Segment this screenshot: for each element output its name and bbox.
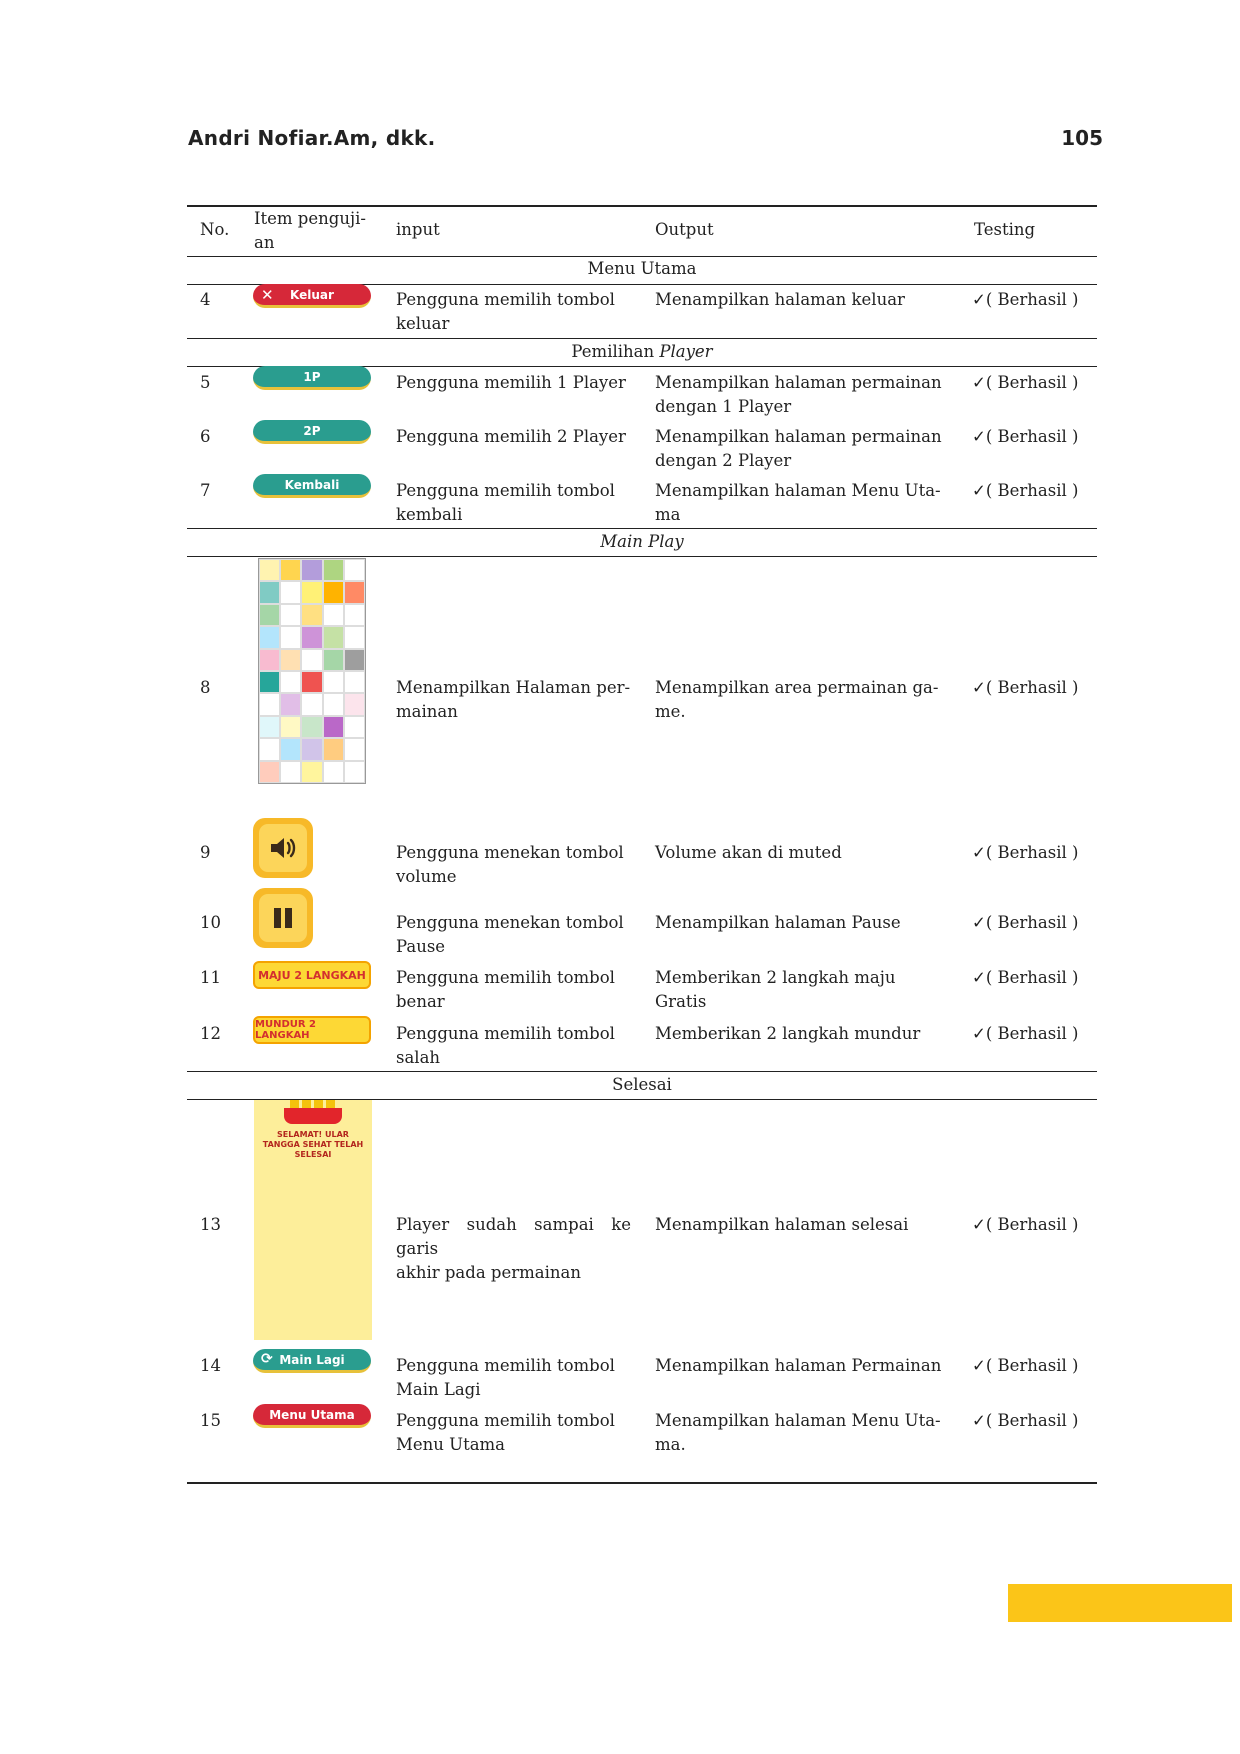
pause-icon [274, 908, 292, 928]
table-top-rule [187, 205, 1097, 207]
volume-button [253, 818, 313, 878]
col-header-no: No. [200, 220, 230, 239]
finish-screen-thumbnail: SELAMAT! ULAR TANGGA SEHAT TELAH SELESAI [254, 1100, 372, 1340]
row-output: Menampilkan halaman keluar [655, 290, 905, 309]
section-rule [187, 366, 1097, 367]
row-testing: ✓( Berhasil ) [972, 427, 1079, 446]
row-no: 6 [200, 427, 211, 446]
row-testing: ✓( Berhasil ) [972, 678, 1079, 697]
col-header-item: Item penguji-an [254, 209, 366, 252]
row-output: Menampilkan halaman Pause [655, 913, 901, 932]
row-no: 13 [200, 1215, 221, 1234]
header-rule [187, 256, 1097, 257]
row-testing: ✓( Berhasil ) [972, 913, 1079, 932]
1p-button: 1P [253, 366, 371, 390]
row-no: 9 [200, 843, 211, 862]
row-testing: ✓( Berhasil ) [972, 843, 1079, 862]
row-input: Menampilkan Halaman per-mainan [396, 678, 631, 721]
row-testing: ✓( Berhasil ) [972, 1356, 1079, 1375]
row-output: Menampilkan halaman Menu Uta-ma. [655, 1411, 941, 1454]
row-output: Menampilkan area permainan ga-me. [655, 678, 939, 721]
row-testing: ✓( Berhasil ) [972, 1024, 1079, 1043]
row-testing: ✓( Berhasil ) [972, 1215, 1079, 1234]
section-menu-utama: Menu Utama [587, 259, 697, 278]
row-no: 11 [200, 968, 221, 987]
row-testing: ✓( Berhasil ) [972, 290, 1079, 309]
row-input: Pengguna memilih 2 Player [396, 427, 626, 446]
table-bottom-rule [187, 1482, 1097, 1484]
keluar-button: ✕Keluar [253, 284, 371, 308]
crown-icon [284, 1100, 342, 1124]
running-header-author: Andri Nofiar.Am, dkk. [188, 126, 436, 150]
row-no: 7 [200, 481, 211, 500]
row-output: Menampilkan halaman Permainan [655, 1356, 942, 1375]
main-lagi-button: ⟳Main Lagi [253, 1349, 371, 1373]
2p-button: 2P [253, 420, 371, 444]
game-board-thumbnail [258, 558, 366, 784]
menu-utama-button: Menu Utama [253, 1404, 371, 1428]
row-output: Memberikan 2 langkah mundur [655, 1024, 921, 1043]
finish-screen-text: SELAMAT! ULAR TANGGA SEHAT TELAH SELESAI [262, 1130, 364, 1159]
section-rule [187, 284, 1097, 285]
row-testing: ✓( Berhasil ) [972, 1411, 1079, 1430]
row-no: 5 [200, 373, 211, 392]
footer-color-bar [1008, 1584, 1232, 1622]
section-rule [187, 338, 1097, 339]
section-rule [187, 1099, 1097, 1100]
page-number: 105 [1061, 126, 1103, 150]
section-pemilihan-player: Pemilihan Player [571, 342, 713, 361]
row-testing: ✓( Berhasil ) [972, 968, 1079, 987]
row-input: Pengguna memilih 1 Player [396, 373, 626, 392]
row-output: Menampilkan halaman Menu Uta-ma [655, 481, 941, 524]
close-icon: ✕ [261, 286, 274, 304]
row-no: 15 [200, 1411, 221, 1430]
pause-button [253, 888, 313, 948]
row-no: 12 [200, 1024, 221, 1043]
col-header-input: input [396, 220, 440, 239]
section-rule [187, 556, 1097, 557]
row-testing: ✓( Berhasil ) [972, 373, 1079, 392]
mundur-2-langkah-button: MUNDUR 2 LANGKAH [253, 1016, 371, 1044]
row-no: 4 [200, 290, 211, 309]
row-testing: ✓( Berhasil ) [972, 481, 1079, 500]
col-header-output: Output [655, 220, 714, 239]
row-output: Memberikan 2 langkah maju Gratis [655, 968, 896, 1011]
row-no: 8 [200, 678, 211, 697]
col-header-testing: Testing [974, 220, 1036, 239]
replay-icon: ⟳ [261, 1351, 273, 1367]
kembali-button: Kembali [253, 474, 371, 498]
row-no: 10 [200, 913, 221, 932]
section-selesai: Selesai [612, 1075, 672, 1094]
section-rule [187, 1071, 1097, 1072]
row-output: Menampilkan halaman selesai [655, 1215, 909, 1234]
section-rule [187, 528, 1097, 529]
row-no: 14 [200, 1356, 221, 1375]
speaker-icon [271, 838, 296, 858]
section-main-play: Main Play [600, 532, 684, 551]
row-output: Volume akan di muted [655, 843, 842, 862]
maju-2-langkah-button: MAJU 2 LANGKAH [253, 961, 371, 989]
